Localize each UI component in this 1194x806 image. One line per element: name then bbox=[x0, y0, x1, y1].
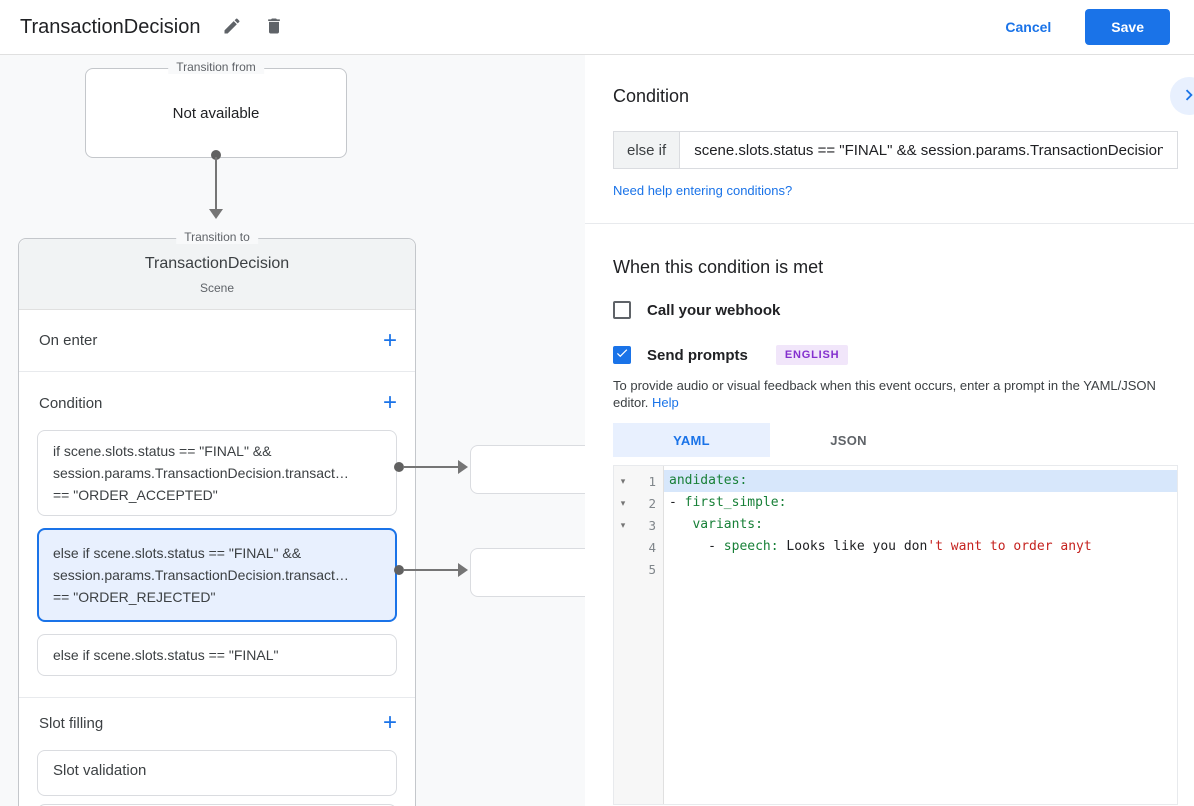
send-prompts-checkbox[interactable] bbox=[613, 346, 631, 364]
tab-json[interactable]: JSON bbox=[770, 423, 927, 457]
scene-title: TransactionDecision bbox=[144, 255, 290, 272]
prompts-description: To provide audio or visual feedback when… bbox=[613, 377, 1178, 411]
language-badge: ENGLISH bbox=[775, 345, 849, 365]
delete-scene-button[interactable] bbox=[264, 16, 284, 39]
panel-condition-heading: Condition bbox=[613, 86, 690, 106]
condition-section-label: Condition bbox=[39, 394, 103, 412]
arrow-right-icon bbox=[458, 460, 468, 474]
connector-dot bbox=[394, 462, 404, 472]
call-webhook-checkbox[interactable] bbox=[613, 301, 631, 319]
prompt-code-editor: ▾ 1 ▾ 2 ▾ 3 4 5 andidates: - first_simple: … bbox=[613, 465, 1178, 805]
slot-filling-section: Slot filling + Slot validation bbox=[19, 698, 415, 806]
condition-card-order-accepted[interactable]: if scene.slots.status == "FINAL" && sess… bbox=[37, 430, 397, 516]
connector-dot bbox=[211, 150, 221, 160]
connector-dot bbox=[394, 565, 404, 575]
send-prompts-label: Send prompts bbox=[647, 346, 748, 364]
condition-text-line: if scene.slots.status == "FINAL" && bbox=[53, 443, 272, 459]
code-segment: 't want to order anyt bbox=[927, 539, 1092, 554]
save-button[interactable]: Save bbox=[1085, 9, 1170, 45]
code-segment: speech: bbox=[723, 539, 779, 554]
connector-line bbox=[403, 569, 458, 571]
add-slot-button[interactable]: + bbox=[383, 711, 397, 735]
when-met-heading: When this condition is met bbox=[613, 257, 824, 277]
condition-text-line: else if scene.slots.status == "FINAL" && bbox=[53, 545, 302, 561]
code-segment: andidates: bbox=[669, 473, 748, 488]
condition-card-final[interactable]: else if scene.slots.status == "FINAL" bbox=[37, 634, 397, 676]
code-segment: first_simple: bbox=[684, 495, 787, 510]
code-line: - speech: Looks like you don't want to o… bbox=[669, 536, 1177, 558]
transition-from-label: Transition from bbox=[168, 60, 264, 74]
scene-header: TransactionDecision Scene bbox=[19, 239, 415, 310]
transition-to-box: Transition to TransactionDecision Scene … bbox=[18, 230, 416, 806]
add-icon: + bbox=[382, 709, 397, 736]
cancel-button[interactable]: Cancel bbox=[1005, 19, 1052, 35]
line-number: 4 bbox=[648, 539, 656, 555]
fold-arrow-icon[interactable]: ▾ bbox=[620, 519, 626, 530]
fold-arrow-icon[interactable]: ▾ bbox=[620, 497, 626, 508]
condition-section: Condition + if scene.slots.status == "FI… bbox=[19, 372, 415, 698]
condition-text-line: session.params.TransactionDecision.trans… bbox=[53, 465, 349, 481]
call-webhook-label: Call your webhook bbox=[647, 301, 781, 319]
panel-divider bbox=[585, 223, 1194, 224]
code-segment: variants: bbox=[692, 517, 763, 532]
editor-gutter: ▾ 1 ▾ 2 ▾ 3 4 5 bbox=[614, 466, 664, 804]
condition-detail-panel: Condition else if Need help entering con… bbox=[585, 55, 1194, 806]
editor-content[interactable]: andidates: - first_simple: variants: - s… bbox=[664, 466, 1177, 804]
trash-icon bbox=[264, 16, 284, 39]
add-icon: + bbox=[382, 389, 397, 416]
checkmark-icon bbox=[615, 346, 629, 365]
connector-line bbox=[215, 157, 217, 209]
fold-arrow-icon[interactable]: ▾ bbox=[620, 475, 626, 486]
edit-scene-button[interactable] bbox=[222, 16, 242, 39]
add-on-enter-button[interactable]: + bbox=[382, 326, 397, 354]
condition-text-line: session.params.TransactionDecision.trans… bbox=[53, 567, 349, 583]
code-segment: - bbox=[669, 539, 724, 554]
condition-text-line: else if scene.slots.status == "FINAL" bbox=[53, 647, 279, 663]
condition-text-line: == "ORDER_ACCEPTED" bbox=[53, 487, 218, 503]
line-number: 1 bbox=[648, 473, 656, 489]
arrow-right-icon bbox=[458, 563, 468, 577]
code-line: andidates: bbox=[664, 470, 1177, 492]
tab-yaml[interactable]: YAML bbox=[613, 423, 770, 457]
condition-input-group: else if bbox=[613, 131, 1178, 169]
code-line: variants: bbox=[669, 514, 1177, 536]
chevron-right-icon bbox=[1178, 84, 1194, 109]
code-segment: Looks like you don bbox=[778, 539, 928, 554]
condition-prefix: else if bbox=[613, 131, 681, 169]
transition-from-box: Transition from Not available bbox=[85, 60, 347, 158]
code-line: - first_simple: bbox=[669, 492, 1177, 514]
add-icon: + bbox=[382, 326, 397, 354]
line-number: 3 bbox=[648, 517, 656, 533]
page-title: TransactionDecision bbox=[20, 15, 201, 38]
code-segment bbox=[669, 517, 692, 532]
transition-to-label: Transition to bbox=[176, 230, 258, 244]
top-bar: TransactionDecision Cancel Save bbox=[0, 0, 1194, 55]
transition-target-box[interactable] bbox=[470, 445, 585, 494]
pencil-icon bbox=[222, 16, 242, 39]
editor-tabs: YAML JSON bbox=[613, 423, 1178, 457]
scene-diagram: Transition from Not available Transition… bbox=[0, 55, 585, 806]
prompts-description-text: To provide audio or visual feedback when… bbox=[613, 378, 1156, 410]
line-number: 5 bbox=[648, 561, 656, 577]
code-segment: - bbox=[669, 495, 685, 510]
add-condition-button[interactable]: + bbox=[383, 391, 397, 415]
collapse-panel-button[interactable] bbox=[1170, 77, 1194, 115]
line-number: 2 bbox=[648, 495, 656, 511]
arrow-down-icon bbox=[209, 209, 223, 219]
on-enter-label: On enter bbox=[39, 332, 98, 349]
condition-expression-input[interactable] bbox=[679, 131, 1178, 169]
prompts-help-link[interactable]: Help bbox=[652, 395, 679, 410]
condition-help-link[interactable]: Need help entering conditions? bbox=[613, 183, 793, 198]
code-line bbox=[669, 558, 1177, 580]
on-enter-section: On enter + bbox=[19, 310, 415, 372]
connector-line bbox=[403, 466, 458, 468]
condition-card-order-rejected[interactable]: else if scene.slots.status == "FINAL" &&… bbox=[37, 528, 397, 622]
slot-filling-label: Slot filling bbox=[39, 714, 104, 732]
scene-subtitle: Scene bbox=[199, 281, 235, 295]
slot-validation-card[interactable]: Slot validation bbox=[37, 750, 397, 796]
transition-from-content: Not available bbox=[172, 104, 260, 122]
transition-target-box[interactable] bbox=[470, 548, 585, 597]
condition-text-line: == "ORDER_REJECTED" bbox=[53, 589, 216, 605]
